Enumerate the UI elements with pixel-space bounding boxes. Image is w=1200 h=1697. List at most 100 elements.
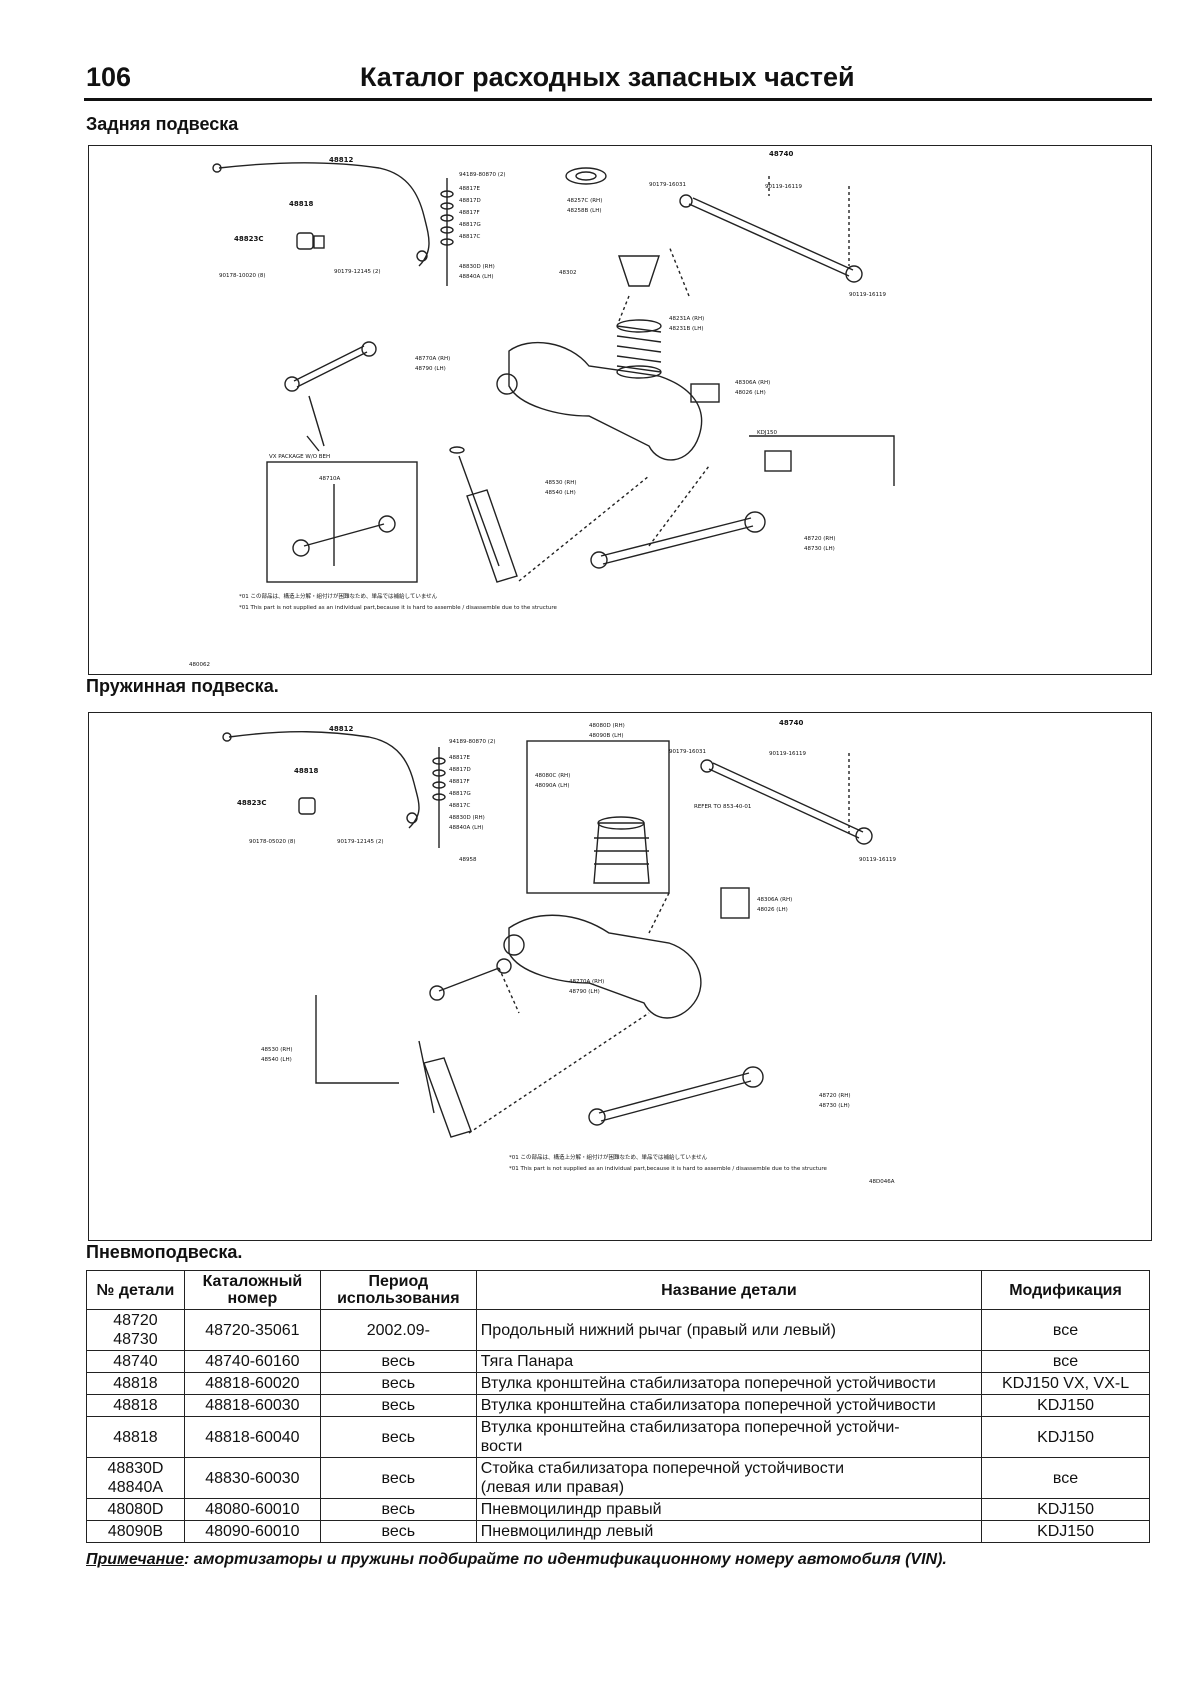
diagram-code: 48D046A (869, 1179, 895, 1185)
label-48026: 48026 (LH) (757, 907, 788, 913)
label-48740: 48740 (779, 719, 803, 727)
cell-part-no: 48740 (86, 1350, 185, 1373)
cell-modification: все (981, 1457, 1150, 1499)
cell-modification: KDJ150 (981, 1520, 1150, 1543)
col-header-period: Период использования (319, 1270, 477, 1310)
footnote-en: *01 This part is not supplied as an indi… (509, 1166, 828, 1172)
cell-period: весь (319, 1350, 477, 1373)
label-48790: 48790 (LH) (415, 366, 446, 372)
cell-period: весь (319, 1372, 477, 1395)
label-48817f: 48817F (449, 779, 470, 785)
label-48817d: 48817D (459, 198, 481, 204)
header-rule (84, 98, 1152, 101)
parts-table: № детали Каталожный номер Период использ… (86, 1270, 1150, 1543)
upper-control-arm (438, 967, 500, 992)
cell-name: Втулка кронштейна стабилизатора поперечн… (475, 1416, 983, 1458)
cell-modification: KDJ150 VX, VX-L (981, 1372, 1150, 1395)
lower-control-arm (600, 517, 752, 557)
shock-absorber (458, 455, 500, 567)
label-48770a: 48770A (RH) (569, 979, 604, 985)
cell-modification: KDJ150 (981, 1394, 1150, 1417)
table-row: 48830D 48840A 48830-60030 весь Стойка ст… (86, 1457, 1150, 1499)
label-90179: 90179-12145 (2) (334, 269, 381, 275)
label-48817c: 48817C (449, 803, 470, 809)
page-number: 106 (86, 62, 132, 92)
label-48812: 48812 (329, 725, 353, 733)
upper-control-arm (293, 345, 365, 382)
label-48840a: 48840A (LH) (449, 825, 484, 831)
footnote-jp: *01 この部品は、構造上分解・組付けが困難なため、単品では補給していません (239, 592, 438, 600)
table-header-row: № детали Каталожный номер Период использ… (86, 1270, 1150, 1310)
cell-catalog-no: 48740-60160 (183, 1350, 321, 1373)
label-90179-16031: 90179-16031 (649, 182, 686, 188)
label-90119-b: 90119-16119 (859, 857, 896, 863)
label-48823c: 48823C (234, 235, 264, 243)
cell-catalog-no: 48830-60030 (183, 1457, 321, 1499)
air-spring (593, 822, 650, 884)
label-48818: 48818 (289, 200, 313, 208)
cell-period: весь (319, 1520, 477, 1543)
cell-modification: KDJ150 (981, 1416, 1150, 1458)
label-90119-a: 90119-16119 (769, 751, 806, 757)
label-48817g: 48817G (459, 222, 481, 228)
cell-period: весь (319, 1394, 477, 1417)
label-48817c: 48817C (459, 234, 480, 240)
axle-housing (508, 914, 702, 1019)
table-row: 48818 48818-60020 весь Втулка кронштейна… (86, 1372, 1150, 1395)
cell-part-no: 48080D (86, 1498, 185, 1521)
panhard-rod (688, 203, 850, 277)
section-caption-air-suspension: Пневмоподвеска. (86, 1242, 243, 1262)
table-row: 48818 48818-60030 весь Втулка кронштейна… (86, 1394, 1150, 1417)
col-header-name: Название детали (475, 1270, 983, 1310)
label-90119-b: 90119-16119 (849, 292, 886, 298)
cell-modification: все (981, 1309, 1150, 1351)
air-suspension-diagram: 48812 48818 48823C 90178-05020 (8) 90179… (88, 712, 1152, 1241)
stabilizer-bushing (298, 797, 316, 815)
cell-catalog-no: 48818-60020 (183, 1372, 321, 1395)
label-90179: 90179-12145 (2) (337, 839, 384, 845)
cell-period: весь (319, 1457, 477, 1499)
stabilizer-bar (218, 162, 430, 267)
label-48302: 48302 (559, 270, 577, 276)
cell-period: весь (319, 1416, 477, 1458)
cell-name: Втулка кронштейна стабилизатора поперечн… (475, 1372, 983, 1395)
note-label: Примечание (86, 1551, 184, 1568)
section-caption-coil-spring: Пружинная подвеска. (86, 676, 279, 696)
label-48090b: 48090B (LH) (589, 733, 624, 739)
cell-catalog-no: 48818-60030 (183, 1394, 321, 1417)
label-90179-16031: 90179-16031 (669, 749, 706, 755)
label-48080c: 48080C (RH) (535, 773, 570, 779)
spring-insulator (565, 167, 607, 185)
lower-control-arm (598, 1072, 750, 1114)
label-48817g: 48817G (449, 791, 471, 797)
label-48540: 48540 (LH) (261, 1057, 292, 1063)
label-48026: 48026 (LH) (735, 390, 766, 396)
label-48817e: 48817E (449, 755, 470, 761)
cell-catalog-no: 48720-35061 (183, 1309, 321, 1351)
label-90178: 90178-05020 (8) (249, 839, 296, 845)
label-refer: REFER TO 853-40-01 (694, 804, 751, 810)
cell-name: Пневмоцилиндр правый (475, 1498, 983, 1521)
rear-suspension-drawing: 48812 48818 48823C 90178-10020 (8) 90179… (189, 150, 895, 668)
panhard-rod (708, 768, 860, 839)
cell-catalog-no: 48080-60010 (183, 1498, 321, 1521)
footnote-jp: *01 この部品は、構造上分解・組付けが困難なため、単品では補給していません (509, 1153, 708, 1161)
label-48958: 48958 (459, 857, 477, 863)
label-48740: 48740 (769, 150, 793, 158)
label-48817d: 48817D (449, 767, 471, 773)
cell-name: Пневмоцилиндр левый (475, 1520, 983, 1543)
axle-housing (508, 341, 703, 461)
cell-part-no: 48818 (86, 1416, 185, 1458)
cell-name: Стойка стабилизатора поперечной устойчив… (475, 1457, 983, 1499)
label-48080d: 48080D (RH) (589, 723, 625, 729)
label-90119-a: 90119-16119 (765, 184, 802, 190)
label-48823c: 48823C (237, 799, 267, 807)
label-94189: 94189-80870 (2) (449, 739, 496, 745)
label-48790: 48790 (LH) (569, 989, 600, 995)
note-text: : амортизаторы и пружины подбирайте по и… (183, 1551, 947, 1568)
air-suspension-drawing: 48812 48818 48823C 90178-05020 (8) 90179… (222, 719, 896, 1185)
cell-part-no: 48830D 48840A (86, 1457, 185, 1499)
label-90178: 90178-10020 (8) (219, 273, 266, 279)
label-48817f: 48817F (459, 210, 480, 216)
cell-part-no: 48720 48730 (86, 1309, 185, 1351)
